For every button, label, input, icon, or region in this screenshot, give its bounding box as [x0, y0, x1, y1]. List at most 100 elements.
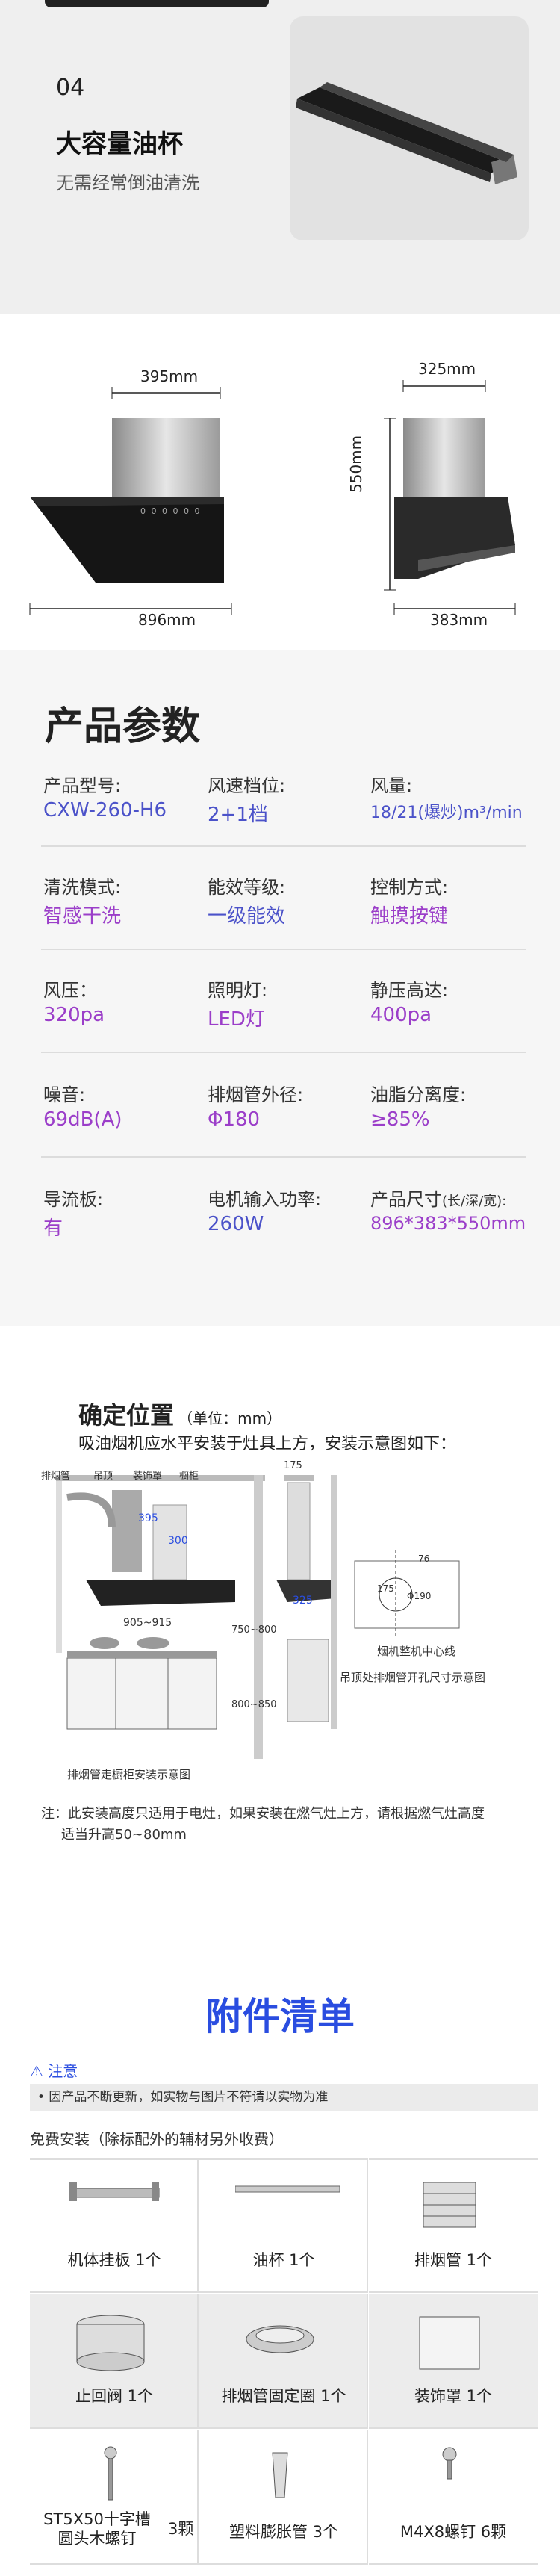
diagram-dim-750: 750~800: [231, 1624, 277, 1636]
param-label: 导流板:: [43, 1189, 104, 1210]
param-label: 控制方式:: [370, 877, 449, 898]
feature-title: 大容量油杯: [56, 129, 183, 159]
accessory-item: 塑料膨胀管 3个: [199, 2430, 368, 2565]
param-label: 清洗模式:: [43, 877, 122, 898]
params-title: 产品参数: [45, 704, 201, 749]
install-diagram: [56, 1475, 460, 1759]
cover-icon: [419, 2316, 480, 2370]
param-label: 能效等级:: [208, 877, 286, 898]
dim-side-height: 550mm: [347, 418, 365, 493]
param-label: 静压高达:: [370, 980, 449, 1001]
dim-front-width: 896mm: [138, 611, 196, 629]
param-label: 油脂分离度:: [370, 1084, 467, 1105]
accessory-item: 机体挂板 1个: [30, 2158, 199, 2293]
install-note-1: 注：此安装高度只适用于电灶，如果安装在燃气灶上方，请根据燃气灶高度: [41, 1806, 485, 1822]
param-label: 风速档位:: [208, 775, 286, 796]
install-title: 确定位置: [78, 1401, 175, 1430]
params-section: 产品参数 产品型号: CXW-260-H6 风速档位: 2+1档 风量: 18/…: [0, 650, 560, 1326]
diagram-label-ceiling: 吊顶: [93, 1471, 113, 1482]
oil-cup-illustration: [296, 82, 517, 184]
bracket-icon: [69, 2182, 160, 2201]
install-desc: 吸油烟机应水平安装于灶具上方，安装示意图如下：: [78, 1435, 457, 1453]
accessory-name: 止回阀 1个: [75, 2387, 154, 2405]
dimension-section: 395mm 0 0 0 0 0 0 896mm 325mm 550mm 383m…: [0, 314, 560, 650]
diagram-dim-175: 175: [284, 1460, 302, 1471]
caption-center: 烟机整机中心线: [377, 1645, 456, 1658]
accessories-grid: 机体挂板 1个 油杯 1个 排烟管 1个 止回阀 1个 排烟管固定圈 1个 装饰…: [30, 2158, 538, 2565]
param-value: 69dB(A): [43, 1108, 122, 1131]
accessory-item: 止回阀 1个: [30, 2294, 199, 2429]
notice-bar: • 因产品不断更新，如实物与图片不符请以实物为准: [30, 2084, 538, 2111]
dim-side-height-text: 550mm: [347, 435, 365, 493]
warning-text: 注意: [48, 2062, 78, 2080]
dim-side-depth: 383mm: [430, 611, 488, 629]
param-label: 噪音:: [43, 1084, 86, 1105]
feature-section: 04 大容量油杯 无需经常倒油清洗: [0, 0, 560, 314]
oil-cup-image: [290, 16, 529, 240]
accessory-name: 油杯 1个: [252, 2251, 315, 2269]
anchor-icon: [272, 2452, 288, 2498]
param-value: 320pa: [43, 1004, 105, 1026]
accessory-name: ST5X50十字槽 圆头木螺钉: [43, 2510, 151, 2548]
top-bar: [45, 0, 269, 7]
install-unit: （单位：mm）: [178, 1409, 282, 1427]
accessory-name: 机体挂板 1个: [67, 2251, 161, 2269]
accessory-item: 装饰罩 1个: [369, 2294, 538, 2429]
param-value: 400pa: [370, 1004, 432, 1026]
divider: [41, 1052, 526, 1053]
accessory-name: 排烟管固定圈 1个: [221, 2387, 346, 2405]
front-touch-panel: 0 0 0 0 0 0: [140, 506, 202, 516]
diagram-dim-395: 395: [138, 1512, 158, 1524]
feature-number: 04: [56, 75, 85, 101]
diagram-dim-905: 905~915: [123, 1617, 172, 1629]
param-label: 风量:: [370, 775, 413, 796]
diagram-dim-76: 76: [418, 1554, 430, 1564]
param-value: 有: [43, 1217, 63, 1240]
dim-side-top: 325mm: [418, 360, 476, 378]
diagram-label-cover: 装饰罩: [133, 1471, 163, 1482]
param-value: 智感干洗: [43, 905, 122, 928]
install-section: 确定位置 （单位：mm） 吸油烟机应水平安装于灶具上方，安装示意图如下： 排烟管…: [0, 1326, 560, 1923]
pipe-ring-icon: [246, 2325, 314, 2353]
exhaust-pipe-icon: [423, 2182, 476, 2228]
param-value: LED灯: [208, 1008, 265, 1031]
diagram-dim-190: Φ190: [407, 1591, 432, 1601]
param-value: 896*383*550mm: [370, 1213, 526, 1234]
diagram-dim-325: 325: [293, 1595, 313, 1607]
diagram-label-cabinet: 橱柜: [179, 1471, 199, 1482]
install-note-2: 适当升高50~80mm: [61, 1827, 187, 1843]
param-value: ≥85%: [370, 1108, 430, 1131]
diagram-label-pipe: 排烟管: [41, 1471, 71, 1482]
accessory-name: 排烟管 1个: [414, 2251, 493, 2269]
param-value: 触摸按键: [370, 905, 449, 928]
free-install-text: 免费安装（除标配外的辅材另外收费）: [30, 2130, 284, 2148]
param-label: 风压：: [43, 980, 97, 1001]
accessory-name: 塑料膨胀管 3个: [228, 2523, 339, 2541]
screw-icon: [104, 2446, 117, 2501]
notice-text: • 因产品不断更新，如实物与图片不符请以实物为准: [37, 2090, 329, 2105]
caption-right: 吊顶处排烟管开孔尺寸示意图: [340, 1671, 486, 1684]
accessory-item: 排烟管固定圈 1个: [199, 2294, 368, 2429]
accessory-item: 排烟管 1个: [369, 2158, 538, 2293]
warning: ⚠ 注意: [30, 2059, 78, 2081]
accessory-name: M4X8螺钉 6颗: [399, 2523, 507, 2541]
oil-cup-icon: [235, 2185, 340, 2193]
divider: [41, 845, 526, 847]
accessory-name: 装饰罩 1个: [414, 2387, 493, 2405]
diagram-dim-175b: 175: [377, 1583, 394, 1594]
caption-left: 排烟管走橱柜安装示意图: [67, 1768, 191, 1781]
feature-subtitle: 无需经常倒油清洗: [56, 173, 199, 193]
divider: [41, 949, 526, 950]
warning-icon: ⚠: [30, 2062, 43, 2080]
param-value: CXW-260-H6: [43, 799, 167, 822]
param-label-main: 产品尺寸: [370, 1189, 442, 1210]
param-label-small: (长/深/宽):: [442, 1194, 507, 1209]
accessory-item: 油杯 1个: [199, 2158, 368, 2293]
param-value: 18/21(爆炒)m³/min: [370, 804, 523, 822]
accessories-title: 附件清单: [205, 1995, 355, 2038]
param-label: 产品型号:: [43, 775, 122, 796]
accessory-item: M4X8螺钉 6颗: [369, 2430, 538, 2565]
divider: [41, 1156, 526, 1158]
accessory-count: 3颗: [168, 2520, 194, 2538]
accessory-item: ST5X50十字槽 圆头木螺钉 3颗: [30, 2430, 199, 2565]
